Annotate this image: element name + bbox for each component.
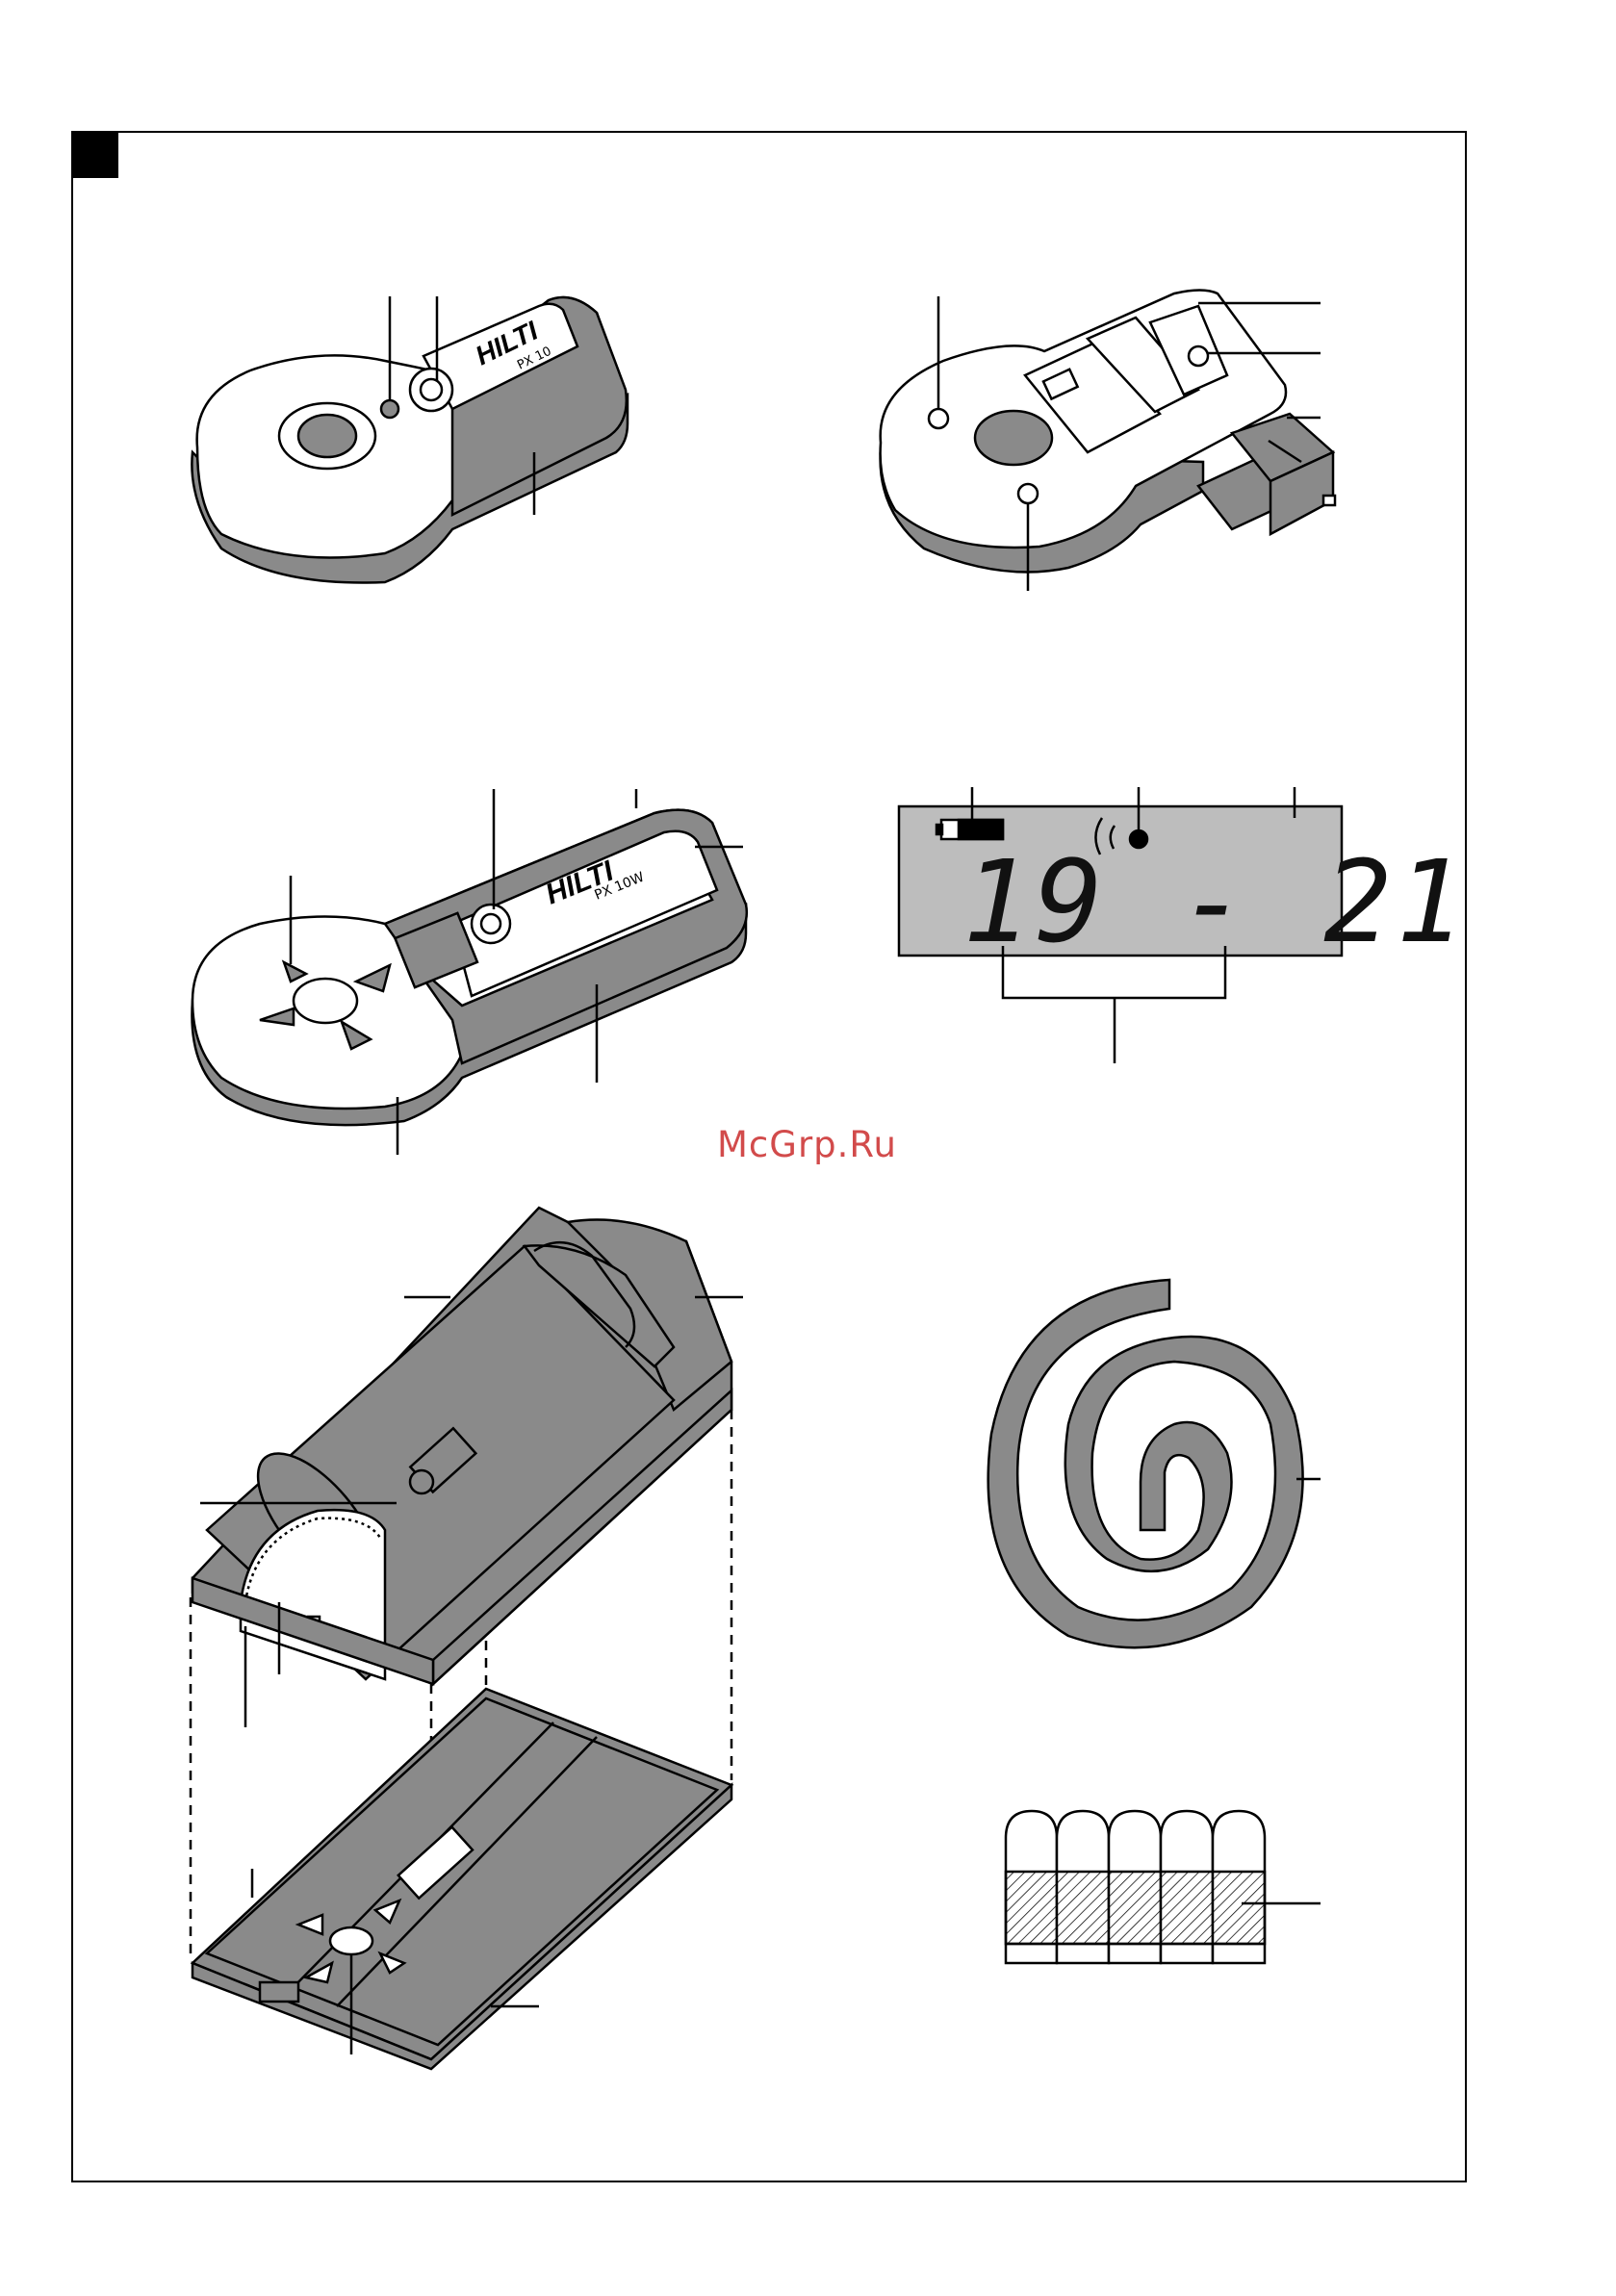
lcd-readout: 19 - 21 (962, 835, 1468, 968)
figure-2-underside (881, 291, 1335, 592)
pad-adhesive (1006, 1872, 1265, 1944)
spiral-strip (988, 1280, 1303, 1647)
foot-pad (929, 409, 948, 428)
cylinder-button[interactable] (410, 1470, 433, 1493)
corner-marker (72, 132, 118, 178)
sensor-hole (298, 415, 356, 457)
figure-7-pads (1006, 1811, 1321, 1963)
figure-6-spiral (988, 1280, 1321, 1647)
base-hole (330, 1927, 372, 1954)
battery-tip (936, 825, 942, 834)
sensor-hole (294, 979, 357, 1023)
power-button-inner (421, 379, 442, 400)
battery-contact (1323, 496, 1335, 505)
figure-1-detector (192, 296, 628, 583)
led-indicator (381, 400, 398, 418)
foot-pad (1018, 484, 1038, 503)
power-button-inner (481, 914, 500, 933)
figure-5-adapter (191, 1208, 743, 2069)
figure-3-detector (192, 789, 746, 1155)
sensor-window (975, 411, 1052, 465)
cover-screw (1189, 346, 1208, 366)
watermark: McGrp.Ru (717, 1124, 897, 1165)
base-clip (260, 1982, 298, 2002)
